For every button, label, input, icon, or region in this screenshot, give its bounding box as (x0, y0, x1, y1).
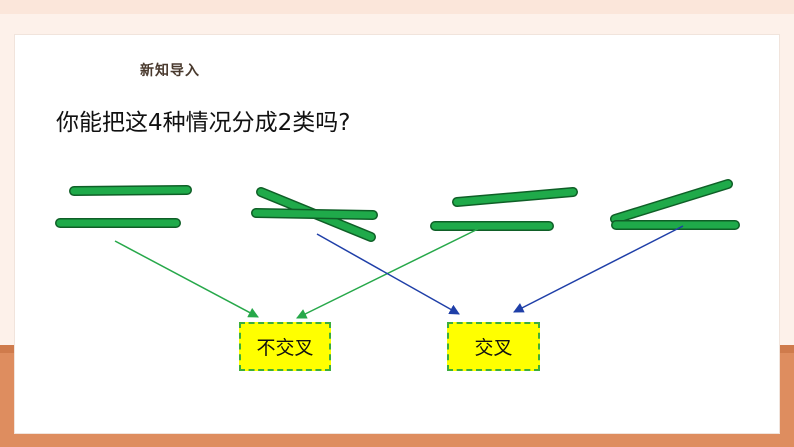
arrow-group3-to-not-crossing (296, 227, 481, 319)
stick (70, 186, 191, 195)
not-crossing-label: 不交叉 (256, 337, 314, 359)
crossing-label-box: 交叉 (447, 322, 540, 371)
stick-group-4 (610, 179, 740, 230)
arrow-group1-to-not-crossing (114, 240, 259, 318)
stick-group-2 (251, 187, 378, 242)
stick-group-3 (430, 187, 578, 231)
stick-arrangement-diagram (55, 179, 740, 319)
arrow-group4-to-crossing (513, 225, 684, 313)
question-text: 你能把这4种情况分成2类吗? (56, 110, 351, 136)
stick (252, 209, 377, 219)
stick (453, 188, 577, 206)
crossing-label: 交叉 (474, 337, 513, 359)
top-decor-band (0, 0, 794, 14)
stick (611, 180, 732, 223)
stick-group-1 (55, 185, 192, 228)
arrow-group2-to-crossing (316, 233, 460, 315)
not-crossing-label-box: 不交叉 (239, 322, 331, 371)
slide-canvas: 新知导入 你能把这4种情况分成2类吗? (14, 34, 780, 434)
section-title: 新知导入 (140, 63, 200, 79)
